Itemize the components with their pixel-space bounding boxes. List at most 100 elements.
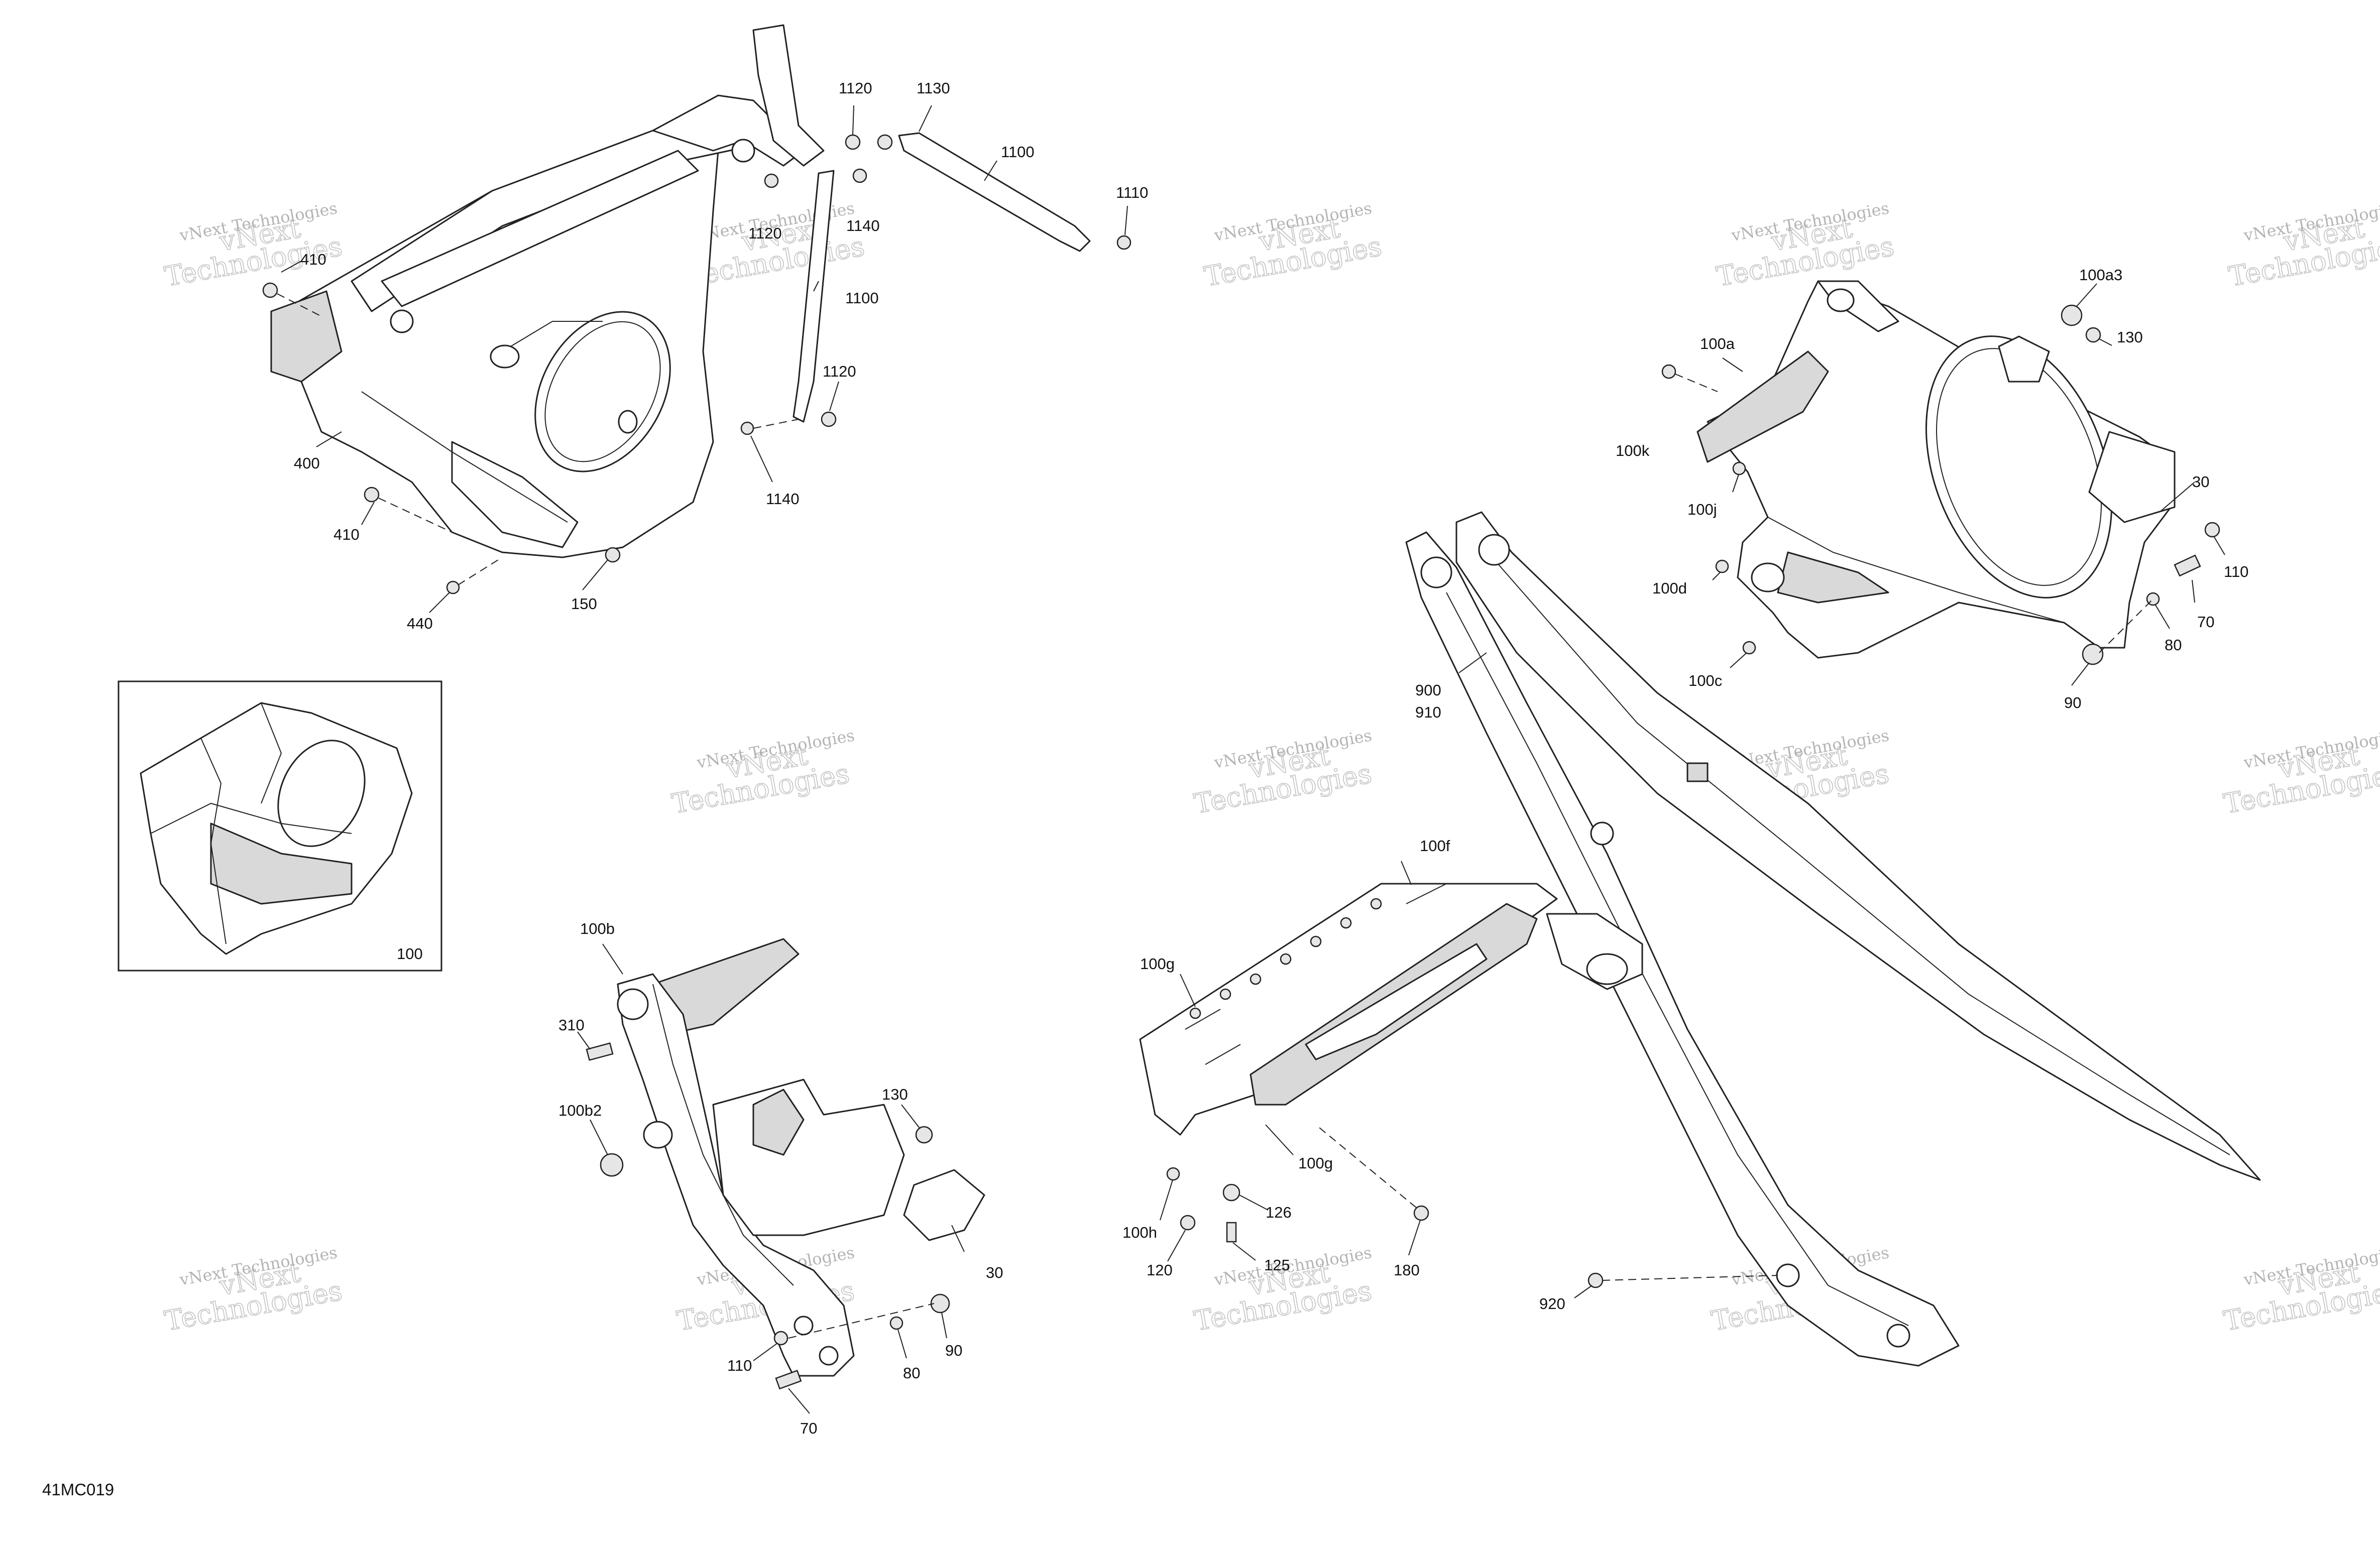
leader-line: [1180, 974, 1196, 1007]
leader-line: [582, 559, 608, 590]
callout-410-top: 410: [300, 251, 326, 268]
side-bracket-bushing: [617, 988, 649, 1020]
callout-100a3: 100a3: [2079, 266, 2122, 284]
leader-line: [919, 105, 932, 132]
callout-100f: 100f: [1420, 837, 1450, 855]
bolt-100c: [1742, 641, 1756, 655]
leader-line: [590, 1119, 608, 1155]
inset-assembly-opening: [277, 740, 366, 847]
leader-line: [852, 105, 854, 135]
leader-line: [788, 1388, 810, 1414]
callout-120: 120: [1147, 1261, 1173, 1279]
callout-100d: 100d: [1652, 579, 1687, 597]
leader-line: [813, 281, 819, 292]
washer-1120: [845, 134, 861, 150]
front-frame-boss: [618, 410, 638, 434]
side-bracket-seat-pan: [712, 1079, 905, 1236]
rivet-100g: [1310, 935, 1322, 947]
callout-70-top: 70: [2197, 613, 2214, 631]
callout-100a: 100a: [1700, 335, 1735, 352]
bolt-100k: [1661, 364, 1676, 379]
callout-90-bottom: 90: [945, 1342, 962, 1359]
bolt-410-head: [364, 487, 380, 503]
leader-line: [1458, 652, 1487, 673]
leader-line: [2071, 662, 2090, 686]
callout-410-low: 410: [333, 526, 360, 543]
floor-plate-bushing: [1586, 953, 1628, 985]
leader-line: [1232, 1242, 1256, 1261]
front-frame-cross-tube: [381, 150, 699, 307]
callout-1140-top: 1140: [846, 217, 880, 234]
callout-100c: 100c: [1688, 672, 1722, 689]
side-bracket-bushing: [643, 1121, 673, 1149]
assembly-line: [788, 1303, 935, 1339]
leader-line: [1408, 1220, 1421, 1256]
callout-70-bottom: 70: [800, 1419, 817, 1437]
washer-100h: [1166, 1167, 1180, 1181]
side-bracket-edge: [652, 984, 794, 1286]
leader-line: [602, 943, 623, 975]
front-frame-boss: [490, 344, 520, 369]
floor-plate-slot: [1185, 1009, 1221, 1030]
leader-line: [1160, 1179, 1173, 1221]
callout-310: 310: [558, 1016, 585, 1034]
leader-line: [897, 1329, 907, 1359]
callout-100: 100: [397, 945, 423, 963]
rear-frame-tower: [1998, 335, 2050, 383]
bolt-1110: [1116, 235, 1131, 250]
side-bracket-assembly: [617, 938, 985, 1377]
diagram-code: 41MC019: [42, 1480, 115, 1499]
rear-frame-shock-mount: [2088, 431, 2176, 523]
bolt-410-head: [262, 282, 278, 298]
nut-130: [2085, 327, 2101, 343]
callout-130-bottom: 130: [882, 1086, 908, 1103]
side-rail-pivot: [1478, 534, 1510, 566]
side-rail-edge: [1446, 592, 1909, 1326]
bolt-1140: [852, 168, 867, 183]
bolt-100d: [1715, 559, 1729, 573]
leader-line: [1712, 572, 1721, 580]
rear-frame-opening-rim: [1936, 348, 2102, 586]
rivet-100g: [1250, 973, 1262, 985]
callout-1100-vertical: 1100: [845, 289, 879, 307]
side-rail-hole: [1886, 1324, 1910, 1348]
leader-line: [1732, 474, 1739, 493]
callout-1140-low: 1140: [766, 490, 800, 508]
callout-100g-right: 100g: [1298, 1154, 1333, 1172]
leader-line: [941, 1312, 947, 1339]
side-rail-edge: [1496, 562, 2230, 1155]
front-frame-assembly: [270, 24, 825, 558]
rear-frame-assembly: [1696, 280, 2176, 659]
bolt-310: [586, 1042, 614, 1061]
callout-440: 440: [407, 615, 433, 632]
bolt-70: [775, 1370, 802, 1390]
callout-80-top: 80: [2165, 636, 2182, 654]
assembly-line: [1602, 1275, 1778, 1281]
washer-1120: [764, 173, 779, 188]
callout-100k: 100k: [1616, 442, 1650, 459]
bolt-125: [1226, 1222, 1237, 1243]
assembly-line: [277, 293, 322, 317]
callout-80-bottom: 80: [903, 1364, 920, 1382]
bolt-110: [773, 1331, 788, 1346]
leader-line: [429, 592, 450, 613]
floor-plate-cutout: [1305, 943, 1488, 1060]
callout-100b2: 100b2: [558, 1102, 602, 1119]
front-frame-hardware: [262, 105, 1131, 613]
leader-line: [281, 261, 302, 273]
nut-126: [1222, 1183, 1240, 1202]
callout-30-top: 30: [2192, 473, 2209, 491]
side-rail-900: [1405, 531, 1960, 1367]
leader-line: [951, 1225, 965, 1252]
leader-line: [577, 1031, 591, 1050]
leader-line: [2159, 482, 2195, 513]
callout-125: 125: [1264, 1256, 1290, 1274]
bolt-1130: [877, 134, 893, 150]
leader-line: [829, 381, 839, 411]
callout-100g-left: 100g: [1140, 955, 1175, 973]
rear-frame-side-plate: [1696, 350, 1829, 463]
assembly-inset: [118, 680, 442, 972]
washer-80: [889, 1316, 903, 1330]
callout-110-top: 110: [2224, 563, 2248, 580]
rivet-100g: [1370, 898, 1382, 910]
